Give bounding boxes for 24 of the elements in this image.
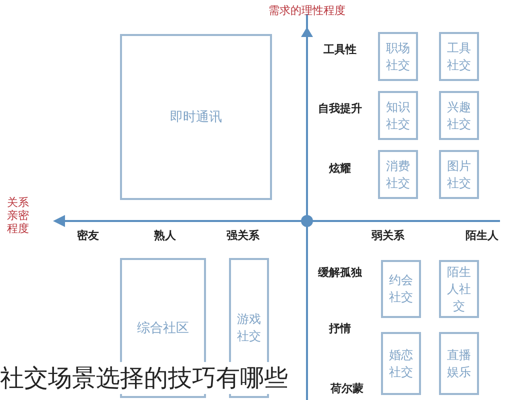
category-box: 婚恋社交 bbox=[381, 332, 421, 395]
axis-label: 熟人 bbox=[154, 228, 176, 243]
axis-label: 密友 bbox=[77, 228, 99, 243]
axis-label: 陌生人 bbox=[466, 228, 498, 243]
category-box: 陌生人社交 bbox=[439, 260, 479, 318]
category-box: 即时通讯 bbox=[120, 34, 272, 200]
axis-title: 关系亲密程度 bbox=[6, 196, 30, 235]
category-box: 工具社交 bbox=[439, 32, 479, 81]
axis-label: 自我提升 bbox=[318, 101, 362, 116]
category-box: 图片社交 bbox=[439, 150, 479, 199]
axis-label: 缓解孤独 bbox=[318, 265, 362, 280]
axis-label: 炫耀 bbox=[329, 161, 351, 176]
category-box: 职场社交 bbox=[378, 32, 418, 81]
category-box: 消费社交 bbox=[378, 150, 418, 199]
axis-title: 需求的理性程度 bbox=[268, 3, 346, 18]
category-box: 兴趣社交 bbox=[439, 91, 479, 140]
axis-label: 强关系 bbox=[226, 228, 260, 243]
axis-label: 荷尔蒙 bbox=[330, 381, 364, 396]
category-box: 知识社交 bbox=[378, 91, 418, 140]
axis-label: 工具性 bbox=[324, 42, 356, 57]
axis-label: 弱关系 bbox=[372, 228, 404, 243]
category-box: 约会社交 bbox=[381, 260, 421, 318]
category-box: 直播娱乐 bbox=[439, 332, 479, 395]
axis-label: 抒情 bbox=[329, 321, 351, 336]
